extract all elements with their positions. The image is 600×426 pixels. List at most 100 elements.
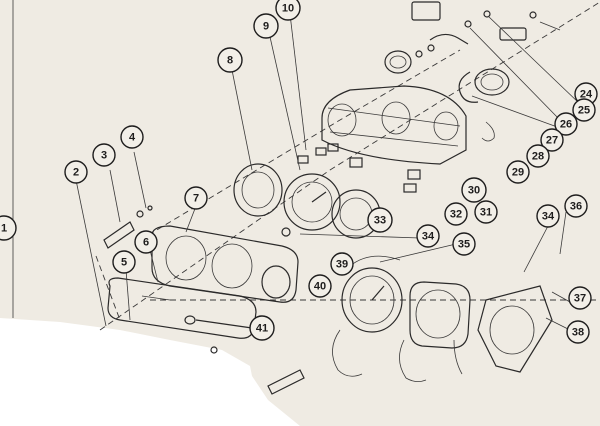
callout-circle <box>134 230 158 254</box>
callout-number: 4 <box>129 132 136 144</box>
callout-number: 30 <box>468 185 480 197</box>
callout-31: 31 <box>474 200 498 224</box>
callout-circle <box>444 202 468 226</box>
callout-number: 31 <box>480 207 492 219</box>
callout-36: 36 <box>564 194 588 218</box>
callout-5: 5 <box>112 250 136 274</box>
small-gauge-top <box>384 44 435 74</box>
callout-number: 38 <box>572 327 584 339</box>
callout-number: 29 <box>512 167 524 179</box>
callout-number: 40 <box>314 281 326 293</box>
leader-lines <box>75 13 571 331</box>
callout-4: 4 <box>120 125 144 149</box>
callout-number: 25 <box>578 105 590 117</box>
callout-3: 3 <box>92 143 116 167</box>
callout-number: 2 <box>73 167 79 179</box>
callout-number: 9 <box>263 21 269 33</box>
callout-circle <box>92 143 116 167</box>
callout-circle <box>540 128 564 152</box>
callout-circle <box>572 98 596 122</box>
callout-number: 7 <box>193 193 199 205</box>
callout-number: 5 <box>121 257 127 269</box>
callout-9: 9 <box>253 13 279 39</box>
callout-circle <box>566 320 590 344</box>
callout-number: 27 <box>546 135 558 147</box>
callout-number: 10 <box>282 3 294 15</box>
callout-7: 7 <box>184 186 208 210</box>
callout-circle <box>330 252 354 276</box>
callout-circle <box>120 125 144 149</box>
callout-circle <box>217 47 243 73</box>
callout-28: 28 <box>526 144 550 168</box>
callout-number: 26 <box>560 119 572 131</box>
callout-circle <box>253 13 279 39</box>
callout-circle <box>461 177 487 203</box>
callout-37: 37 <box>568 286 592 310</box>
callout-number: 3 <box>101 150 107 162</box>
callout-38: 38 <box>566 320 590 344</box>
callout-34: 34 <box>416 224 440 248</box>
clock-gauge <box>184 227 291 329</box>
left-bracket-parts <box>103 151 153 249</box>
callout-circle <box>308 274 332 298</box>
callout-circle <box>564 194 588 218</box>
lower-bracket <box>210 346 305 395</box>
callout-number: 37 <box>574 293 586 305</box>
callout-number: 1 <box>1 223 7 235</box>
lower-gauges <box>341 267 553 373</box>
callout-6: 6 <box>134 230 158 254</box>
callout-circle <box>184 186 208 210</box>
callout-number: 32 <box>450 209 462 221</box>
callout-number: 41 <box>256 323 268 335</box>
callout-35: 35 <box>452 232 476 256</box>
callout-circle <box>367 207 393 233</box>
callout-27: 27 <box>540 128 564 152</box>
callout-circle <box>554 112 578 136</box>
callout-number: 33 <box>374 215 386 227</box>
top-bracket-parts <box>411 1 581 121</box>
callout-number: 34 <box>542 211 555 223</box>
callout-34: 34 <box>536 204 560 228</box>
callout-circle <box>474 200 498 224</box>
callout-circle <box>112 250 136 274</box>
callout-number: 39 <box>336 259 348 271</box>
callout-40: 40 <box>308 274 332 298</box>
callout-circle <box>416 224 440 248</box>
callout-8: 8 <box>217 47 243 73</box>
callout-1: 1 <box>0 215 17 241</box>
callout-circle <box>275 0 301 21</box>
callout-number: 8 <box>227 55 233 67</box>
callout-circle <box>526 144 550 168</box>
callout-30: 30 <box>461 177 487 203</box>
callout-circle <box>506 160 530 184</box>
callout-41: 41 <box>249 315 275 341</box>
callout-circle <box>568 286 592 310</box>
callout-number: 24 <box>580 89 593 101</box>
callout-number: 35 <box>458 239 470 251</box>
part-callouts: 1234567891024252627282930313233343534363… <box>0 0 598 344</box>
right-gauge-assembly <box>458 68 561 142</box>
callout-32: 32 <box>444 202 468 226</box>
callout-circle <box>452 232 476 256</box>
callout-number: 36 <box>570 201 582 213</box>
callout-circle <box>64 160 88 184</box>
callout-circle <box>249 315 275 341</box>
callout-33: 33 <box>367 207 393 233</box>
callout-circle <box>536 204 560 228</box>
callout-number: 6 <box>143 237 149 249</box>
cluster-housing <box>321 85 467 165</box>
callout-26: 26 <box>554 112 578 136</box>
callout-39: 39 <box>330 252 354 276</box>
callout-25: 25 <box>572 98 596 122</box>
callout-number: 28 <box>532 151 544 163</box>
construction-lines <box>95 1 600 331</box>
callout-29: 29 <box>506 160 530 184</box>
callout-2: 2 <box>64 160 88 184</box>
bezel-plate <box>151 225 299 303</box>
callout-circle <box>0 215 17 241</box>
callout-10: 10 <box>275 0 301 21</box>
callout-number: 34 <box>422 231 435 243</box>
